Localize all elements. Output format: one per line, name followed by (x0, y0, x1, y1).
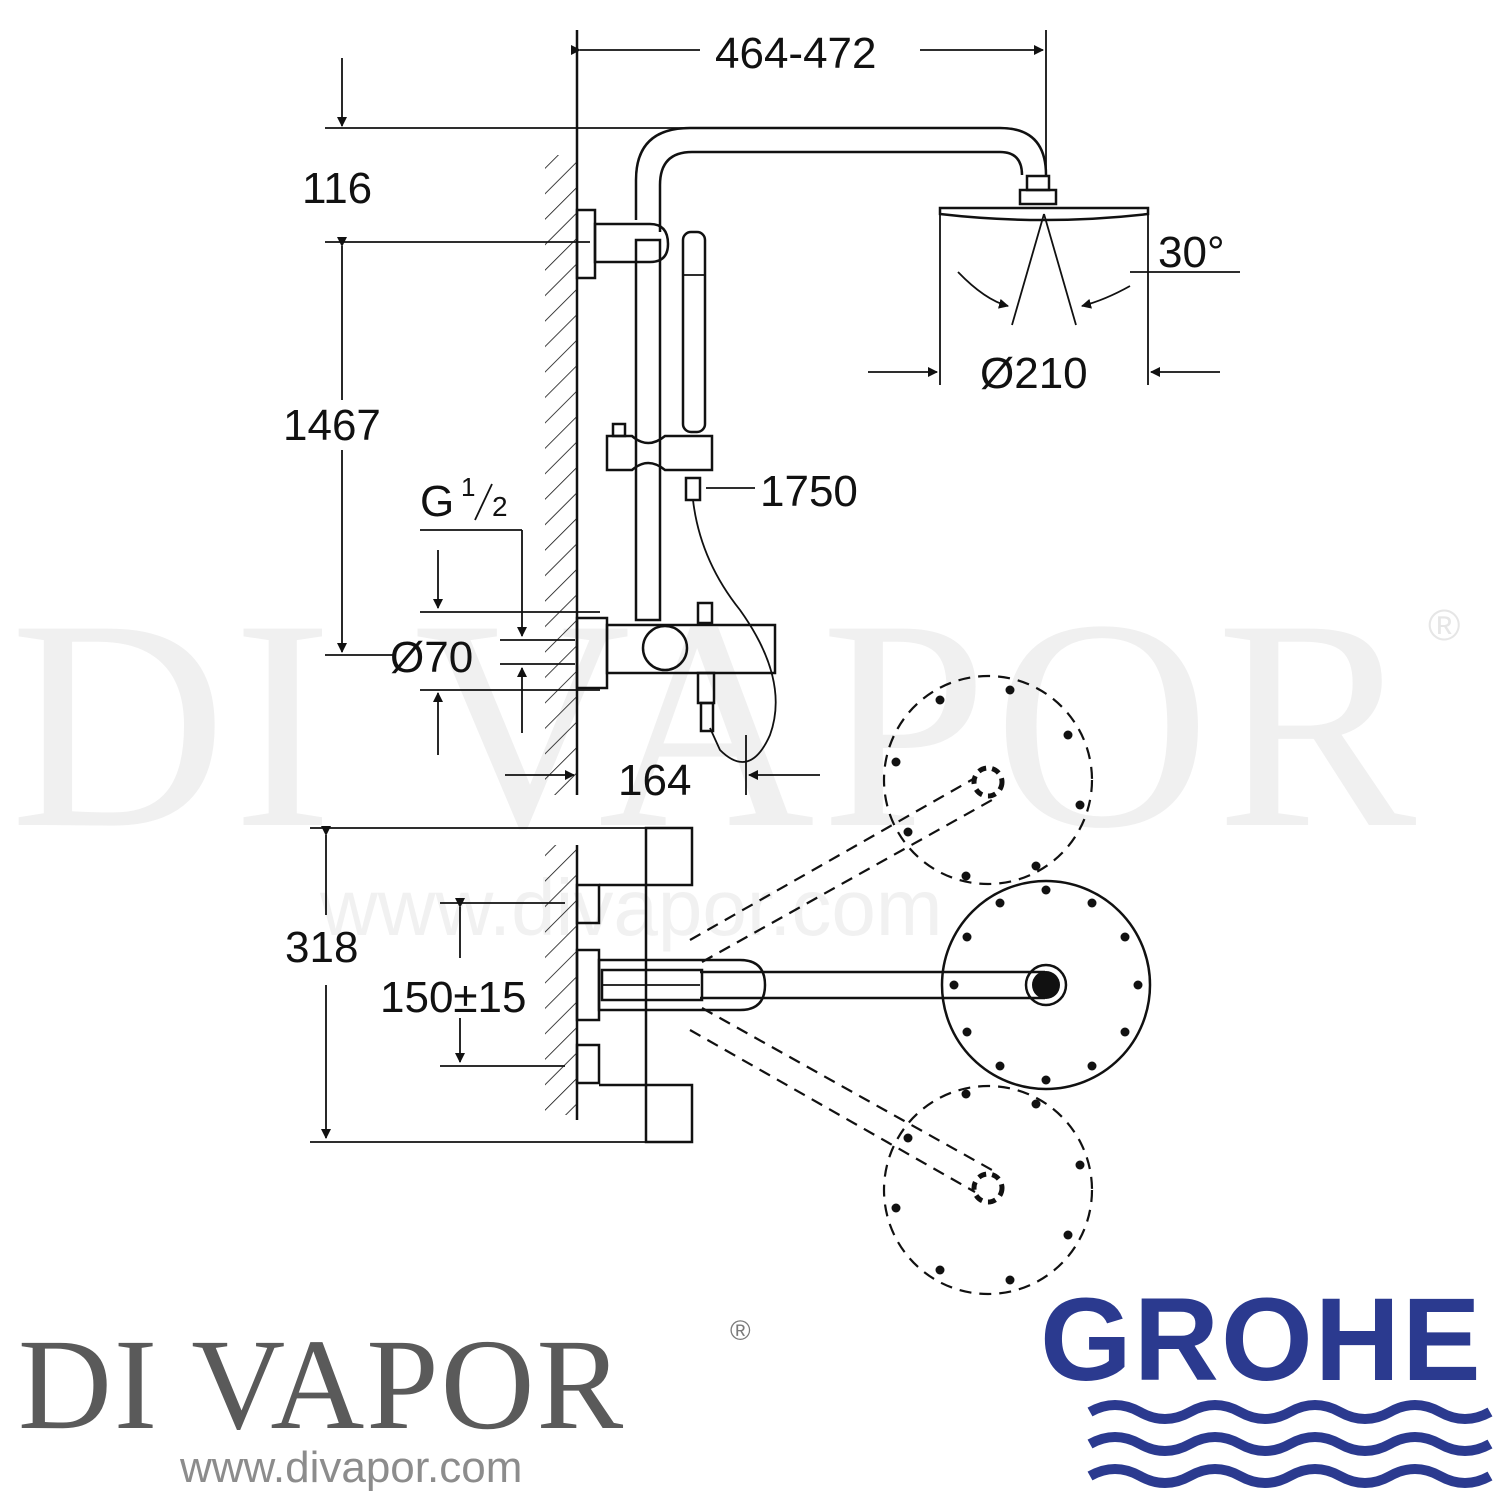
spout-projection-label: 164 (618, 756, 691, 805)
wall-hatching (545, 155, 577, 795)
plan-shower-head (940, 879, 1152, 1091)
arm-reach-dimension: 464-472 (571, 29, 1047, 175)
watermark-url: www.divapor.com (319, 863, 942, 952)
dealer-name: DI VAPOR (18, 1313, 625, 1457)
thread-denominator: 2 (492, 491, 508, 522)
plan-depth-label: 318 (285, 923, 358, 972)
elevation-view: 464-472 116 1467 (283, 29, 1240, 805)
dealer-registered: ® (730, 1315, 751, 1346)
inlet-dimensions: G 1 2 Ø70 (390, 472, 600, 755)
escutcheon-diameter-label: Ø70 (390, 633, 473, 682)
vertical-dimensions: 116 1467 (283, 58, 690, 656)
height-label: 1467 (283, 401, 381, 450)
thread-label: G (420, 477, 454, 526)
arm-reach-label: 464-472 (715, 29, 876, 78)
hose-length-label: 1750 (760, 467, 858, 516)
grohe-waves (1087, 1400, 1493, 1488)
thread-numerator: 1 (461, 472, 475, 502)
tilt-angle-label: 30° (1158, 228, 1225, 277)
dealer-logo: DI VAPOR ® www.divapor.com (18, 1313, 751, 1492)
head-diameter-label: Ø210 (980, 349, 1088, 398)
manufacturer-name: GROHE (1040, 1274, 1483, 1406)
dealer-url: www.divapor.com (179, 1443, 522, 1492)
plan-view: 318 150±15 (285, 674, 1152, 1296)
spout-dimension: 164 (505, 735, 820, 805)
watermark-registered: ® (1428, 601, 1460, 650)
watermark: DI VAPOR ® www.divapor.com (10, 558, 1460, 952)
top-offset-label: 116 (302, 164, 372, 213)
plan-head-nozzles (949, 885, 1143, 1085)
inlet-centres-label: 150±15 (380, 973, 527, 1022)
grohe-logo: GROHE (1040, 1274, 1493, 1488)
watermark-text: DI VAPOR (10, 558, 1422, 890)
shower-column: 1750 (575, 126, 1150, 763)
head-dimensions: 30° Ø210 (868, 213, 1240, 398)
plan-wall-hatching (545, 845, 577, 1115)
